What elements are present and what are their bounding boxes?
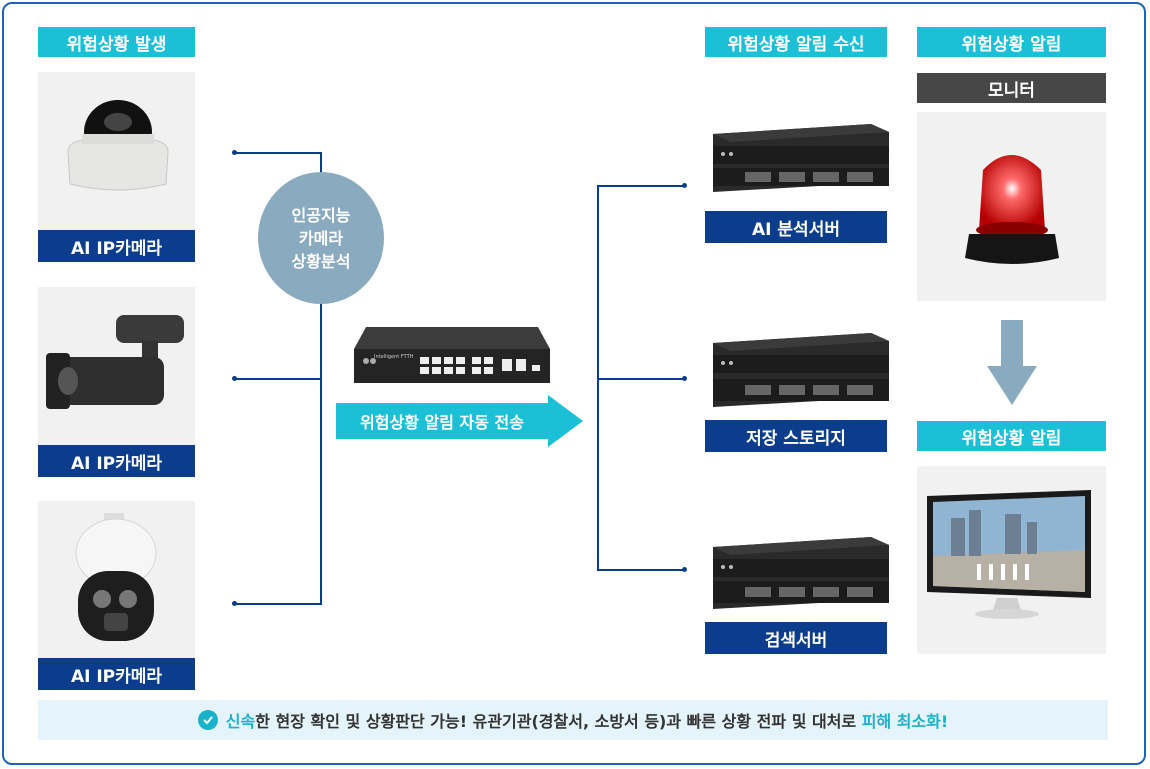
receive-header: 위험상황 알림 수신	[705, 27, 887, 57]
rack-server-icon	[713, 333, 889, 407]
analysis-line-2: 카메라	[298, 228, 344, 248]
camera-label-1: AI IP카메라	[38, 230, 195, 262]
connector-line	[597, 569, 685, 571]
down-arrow-icon	[987, 320, 1037, 405]
monitor-icon	[927, 490, 1091, 619]
down-arrow	[987, 320, 1037, 405]
connector-dot	[232, 150, 237, 155]
connector-line	[320, 304, 322, 605]
connector-dot	[232, 376, 237, 381]
network-switch-icon	[354, 327, 550, 383]
server-image-3	[705, 535, 890, 611]
analysis-line-3: 상황분석	[291, 251, 351, 271]
server-image-1	[705, 122, 890, 194]
rack-server-icon	[713, 537, 889, 609]
camera-label-2: AI IP카메라	[38, 445, 195, 477]
switch-brand-text: Intelligent FTTH	[374, 354, 414, 360]
connector-line	[235, 378, 321, 380]
connector-line	[597, 185, 685, 187]
dome-camera-image	[38, 72, 195, 230]
footer-text: 한 현장 확인 및 상황판단 가능! 유관기관(경찰서, 소방서 등)과 빠른 …	[255, 712, 862, 731]
connector-dot	[232, 601, 237, 606]
bullet-camera-icon	[46, 315, 184, 409]
monitor-label: 모니터	[917, 73, 1106, 103]
siren-light-icon	[965, 155, 1059, 264]
danger-occurrence-header: 위험상황 발생	[38, 27, 195, 57]
monitor-screen-image	[917, 466, 1106, 654]
server-label-2: 저장 스토리지	[705, 420, 887, 452]
server-label-1: AI 분석서버	[705, 211, 887, 243]
connector-line	[235, 152, 321, 154]
connector-line	[235, 603, 321, 605]
camera-label-3: AI IP카메라	[38, 658, 195, 690]
connector-dot	[682, 183, 687, 188]
right-arrow-icon	[336, 395, 583, 447]
auto-transmit-arrow: 위험상황 알림 자동 전송	[336, 395, 583, 447]
ptz-camera-icon	[75, 513, 157, 641]
ptz-camera-image	[38, 501, 195, 658]
summary-footer: 신속 한 현장 확인 및 상황판단 가능! 유관기관(경찰서, 소방서 등)과 …	[38, 700, 1108, 740]
server-image-2	[705, 331, 890, 409]
alert-label: 위험상황 알림	[917, 421, 1106, 451]
notify-header: 위험상황 알림	[917, 27, 1106, 57]
siren-light-image	[917, 112, 1106, 301]
footer-highlight-speed: 신속	[225, 712, 256, 731]
network-switch-image: Intelligent FTTH	[352, 325, 552, 385]
bullet-camera-image	[38, 287, 195, 445]
connector-line	[597, 378, 685, 380]
connector-line	[320, 152, 322, 172]
rack-server-icon	[713, 124, 889, 192]
ai-analysis-circle: 인공지능 카메라 상황분석	[258, 172, 384, 304]
dome-camera-icon	[67, 100, 169, 191]
connector-dot	[682, 567, 687, 572]
auto-transmit-label: 위험상황 알림 자동 전송	[360, 413, 524, 432]
analysis-line-1: 인공지능	[291, 205, 351, 225]
connector-dot	[682, 376, 687, 381]
server-label-3: 검색서버	[705, 622, 887, 654]
check-circle-icon	[197, 710, 218, 730]
footer-highlight-minimize: 피해 최소화!	[861, 712, 949, 731]
